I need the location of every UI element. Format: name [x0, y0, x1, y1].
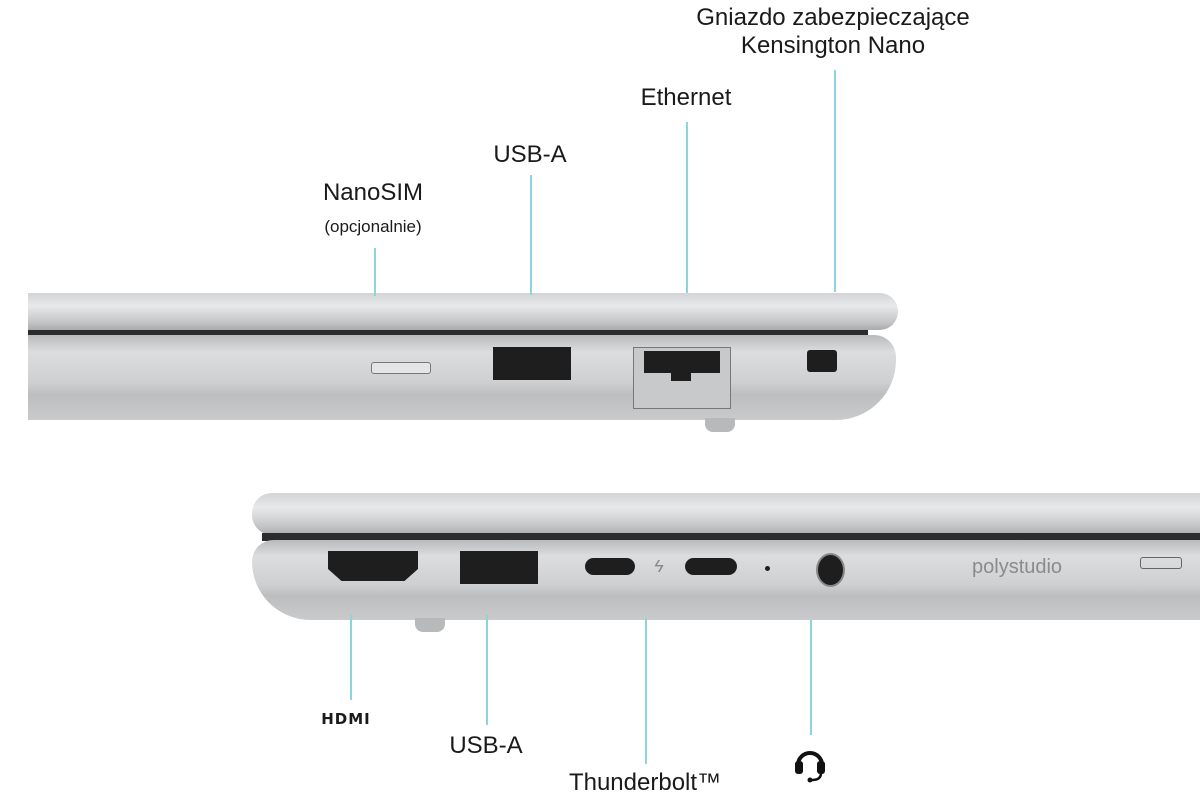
leader-line: [350, 615, 352, 700]
base: [28, 335, 896, 420]
thunderbolt-icon: ϟ: [654, 556, 664, 576]
hdmi-logo: HDMI: [321, 710, 371, 728]
ethernet-port: [633, 347, 731, 409]
label-line: Kensington Nano: [740, 32, 926, 59]
usb-a-label: USB-A: [493, 141, 567, 168]
leader-line: [834, 70, 836, 292]
power-button: [1140, 557, 1182, 569]
usb-a-port: [493, 347, 571, 380]
ethernet-jack: [644, 351, 720, 373]
hdmi-port: [328, 551, 418, 581]
leader-line: [645, 618, 647, 764]
label-line: Gniazdo zabezpieczające: [696, 4, 970, 31]
hinge-gap: [262, 533, 1200, 541]
leader-line: [374, 248, 376, 296]
nanosim-note: (opcjonalnie): [324, 217, 422, 236]
rubber-foot: [705, 418, 735, 432]
usb-c-port: [585, 558, 635, 575]
leader-line: [530, 175, 532, 295]
leader-line: [486, 615, 488, 725]
usb-a-port: [460, 551, 538, 584]
rubber-foot: [415, 618, 445, 632]
kensington-slot: [807, 350, 837, 372]
hinge-gap: [28, 330, 868, 336]
usb-a-label: USB-A: [449, 732, 523, 759]
lid: [252, 493, 1200, 535]
headset-icon: [795, 751, 825, 783]
leader-line: [686, 122, 688, 293]
leader-line: [810, 620, 812, 735]
led-indicator: [765, 566, 770, 571]
polystudio-logo: polystudio: [972, 556, 1063, 578]
nanosim-slot: [371, 362, 431, 374]
kensington-label: Gniazdo zabezpieczające Kensington Nano: [696, 4, 970, 60]
nanosim-label: NanoSIM: [322, 179, 424, 206]
audio-jack: [816, 553, 845, 587]
ethernet-clip: [671, 373, 691, 381]
ethernet-label: Ethernet: [640, 84, 732, 111]
usb-c-port: [685, 558, 737, 575]
lid: [28, 293, 898, 330]
thunderbolt-label: Thunderbolt™: [568, 769, 722, 796]
